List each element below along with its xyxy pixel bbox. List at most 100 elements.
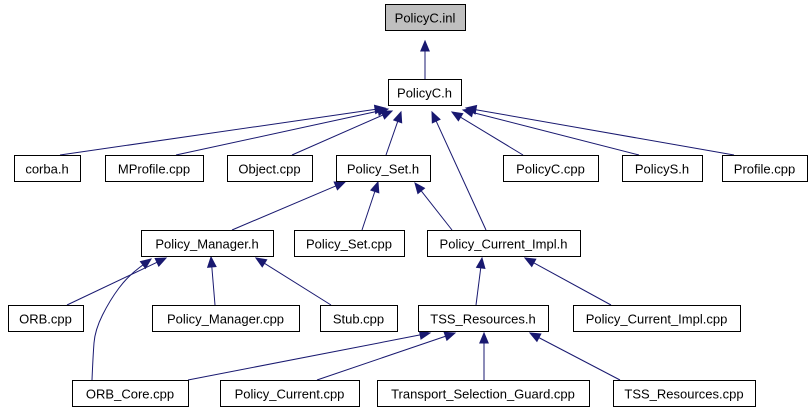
node-box[interactable] — [388, 79, 462, 106]
node-box[interactable] — [105, 155, 204, 182]
node-transport_selection_guard_cpp[interactable]: Transport_Selection_Guard.cpp — [377, 380, 590, 407]
node-policy_manager_cpp[interactable]: Policy_Manager.cpp — [152, 305, 300, 332]
edge-corba_h-to-policyc_h — [59, 104, 387, 156]
node-mprofile_cpp[interactable]: MProfile.cpp — [105, 155, 204, 182]
edge-line — [385, 121, 399, 156]
node-label: Policy_Set.cpp — [306, 237, 392, 252]
node-box[interactable] — [72, 380, 189, 407]
edge-arrowhead — [154, 257, 168, 267]
edge-policyc_cpp-to-policyc_h — [450, 111, 524, 156]
edge-arrowhead — [523, 257, 537, 268]
node-box[interactable] — [152, 305, 300, 332]
node-policys_h[interactable]: PolicyS.h — [622, 155, 703, 182]
edge-mprofile_cpp-to-policyc_h — [175, 106, 390, 156]
node-box[interactable] — [427, 230, 581, 257]
edge-transport_selection_guard_cpp-to-tss_resources_h — [479, 331, 489, 380]
node-box[interactable] — [722, 155, 808, 182]
edge-line — [460, 116, 524, 156]
node-box[interactable] — [573, 305, 741, 332]
edge-policy_set_h-to-policyc_h — [385, 110, 403, 156]
node-policyc_inl[interactable]: PolicyC.inl — [385, 4, 466, 31]
node-label: ORB_Core.cpp — [86, 387, 174, 402]
node-object_cpp[interactable]: Object.cpp — [227, 155, 313, 182]
node-box[interactable] — [503, 155, 599, 182]
edge-policys_h-to-policyc_h — [461, 107, 640, 156]
node-box[interactable] — [385, 4, 466, 31]
edge-arrowhead — [254, 257, 268, 268]
edge-arrowhead — [528, 332, 542, 343]
node-policy_current_cpp[interactable]: Policy_Current.cpp — [220, 380, 360, 407]
edge-object_cpp-to-policyc_h — [291, 110, 394, 156]
edge-policy_current_impl_h-to-policy_set_h — [414, 181, 453, 231]
edge-line — [59, 108, 376, 156]
edge-line — [91, 264, 144, 381]
node-box[interactable] — [418, 305, 549, 332]
node-policy_manager_h[interactable]: Policy_Manager.h — [141, 230, 274, 257]
node-box[interactable] — [294, 230, 405, 257]
edge-policy_manager_cpp-to-policy_manager_h — [206, 255, 217, 306]
node-box[interactable] — [377, 380, 590, 407]
edge-orb_core_cpp-to-policy_manager_h — [91, 258, 153, 381]
node-corba_h[interactable]: corba.h — [14, 155, 81, 182]
edges-layer — [59, 39, 735, 381]
node-box[interactable] — [613, 380, 756, 407]
node-policyc_cpp[interactable]: PolicyC.cpp — [503, 155, 599, 182]
node-label: MProfile.cpp — [118, 162, 190, 177]
edge-line — [361, 191, 376, 231]
node-label: Policy_Set.h — [347, 162, 419, 177]
node-tss_resources_h[interactable]: TSS_Resources.h — [418, 305, 549, 332]
node-policy_current_impl_cpp[interactable]: Policy_Current_Impl.cpp — [573, 305, 741, 332]
node-box[interactable] — [320, 305, 398, 332]
node-label: PolicyS.h — [635, 162, 689, 177]
node-label: Stub.cpp — [333, 312, 384, 327]
node-box[interactable] — [227, 155, 313, 182]
edge-line — [264, 262, 332, 306]
node-label: Policy_Manager.h — [155, 237, 258, 252]
node-box[interactable] — [141, 230, 274, 257]
node-label: Policy_Current_Impl.h — [440, 237, 568, 252]
node-label: PolicyC.h — [397, 86, 452, 101]
node-orb_core_cpp[interactable]: ORB_Core.cpp — [72, 380, 189, 407]
edge-line — [175, 110, 379, 156]
edge-tss_resources_h-to-policy_current_impl_h — [475, 256, 486, 306]
node-tss_resources_cpp[interactable]: TSS_Resources.cpp — [613, 380, 756, 407]
node-label: Policy_Manager.cpp — [167, 312, 284, 327]
edge-line — [66, 261, 158, 306]
node-profile_cpp[interactable]: Profile.cpp — [722, 155, 808, 182]
node-label: Policy_Current.cpp — [235, 387, 345, 402]
edge-orb_cpp-to-policy_manager_h — [66, 257, 168, 306]
node-box[interactable] — [622, 155, 703, 182]
node-label: corba.h — [25, 162, 68, 177]
edge-arrowhead — [414, 181, 426, 195]
edge-arrowhead — [431, 110, 441, 124]
node-policy_current_impl_h[interactable]: Policy_Current_Impl.h — [427, 230, 581, 257]
edge-line — [472, 111, 640, 156]
edge-arrowhead — [443, 331, 457, 342]
edge-tss_resources_cpp-to-tss_resources_h — [528, 332, 621, 381]
edge-arrowhead — [479, 331, 489, 344]
node-stub_cpp[interactable]: Stub.cpp — [320, 305, 398, 332]
edge-profile_cpp-to-policyc_h — [464, 104, 735, 156]
edge-policy_current_impl_h-to-policyc_h — [431, 110, 487, 231]
node-label: ORB.cpp — [19, 312, 72, 327]
edge-policy_current_cpp-to-tss_resources_h — [316, 331, 457, 381]
node-policy_set_h[interactable]: Policy_Set.h — [336, 155, 431, 182]
node-box[interactable] — [336, 155, 431, 182]
edge-arrowhead — [420, 39, 430, 52]
edge-arrowhead — [418, 330, 432, 340]
node-orb_cpp[interactable]: ORB.cpp — [8, 305, 84, 332]
edge-line — [231, 185, 336, 231]
node-label: TSS_Resources.h — [430, 312, 536, 327]
node-box[interactable] — [8, 305, 84, 332]
edge-policyc_h-to-policyc_inl — [420, 39, 430, 79]
node-box[interactable] — [220, 380, 360, 407]
node-box[interactable] — [14, 155, 81, 182]
node-policyc_h[interactable]: PolicyC.h — [388, 79, 462, 106]
edge-line — [435, 120, 487, 231]
node-policy_set_cpp[interactable]: Policy_Set.cpp — [294, 230, 405, 257]
node-label: Policy_Current_Impl.cpp — [586, 312, 728, 327]
edge-arrowhead — [333, 181, 347, 191]
edge-policy_set_cpp-to-policy_set_h — [361, 180, 380, 231]
